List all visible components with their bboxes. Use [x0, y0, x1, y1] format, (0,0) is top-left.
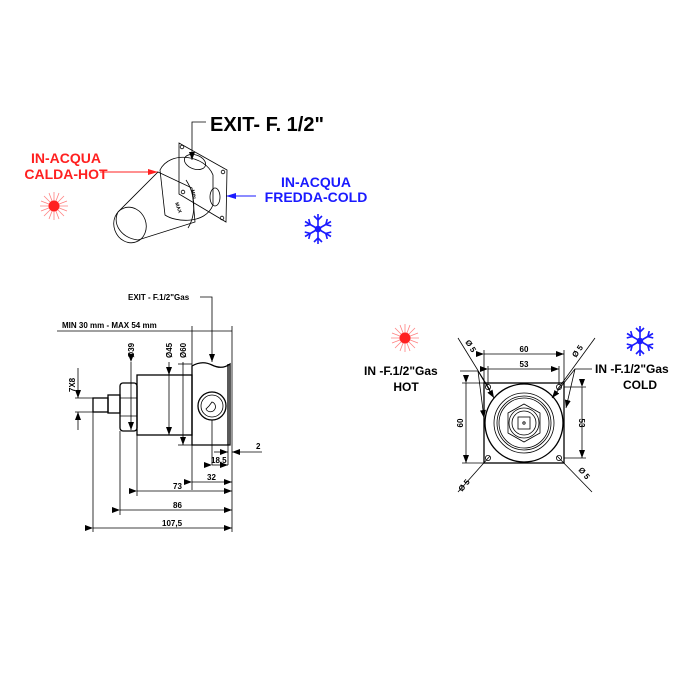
cold-label-line2: FREDDA-COLD — [265, 189, 368, 205]
front-cold-label-line1: IN -F.1/2"Gas — [595, 362, 669, 376]
valve-illustration: MAX MIN — [113, 142, 228, 244]
width-inner-label: 53 — [520, 360, 529, 369]
front-hot-label-line1: IN -F.1/2"Gas — [364, 364, 438, 378]
exit-leader — [189, 121, 206, 160]
height-inner-label: 53 — [577, 419, 586, 428]
dim-32-label: 32 — [207, 473, 216, 482]
hot-label-line2: CALDA-HOT — [24, 166, 108, 182]
front-cold-snowflake-icon — [625, 326, 655, 356]
dia-45-label: Ø45 — [165, 342, 174, 358]
side-exit-label: EXIT - F.1/2"Gas — [128, 293, 190, 302]
cold-label-line1: IN-ACQUA — [281, 174, 351, 190]
dia-60-label: Ø60 — [179, 342, 188, 358]
height-outer-label: 60 — [456, 418, 465, 427]
hot-sun-icon — [39, 191, 69, 221]
depth-label: MIN 30 mm - MAX 54 mm — [62, 321, 157, 330]
hole-label-br: Ø 5 — [576, 466, 592, 482]
dim-73-label: 73 — [173, 482, 182, 491]
front-hot-label-line2: HOT — [393, 380, 419, 394]
cold-snowflake-icon — [303, 214, 333, 244]
front-cold-label-line2: COLD — [623, 378, 657, 392]
dia-39-label: Ø39 — [127, 342, 136, 358]
hole-label-tl: Ø 5 — [463, 338, 478, 354]
stem-label: 7X8 — [68, 377, 77, 392]
front-hot-sun-icon — [390, 323, 420, 353]
dim-86-label: 86 — [173, 501, 182, 510]
iso-exit-label: EXIT- F. 1/2" — [210, 114, 324, 136]
knob-max-label: MAX — [173, 202, 183, 215]
iso-view: EXIT- F. 1/2" IN-ACQUA CALDA-HOT IN-ACQU… — [24, 114, 367, 247]
dim-18-5-label: 18,5 — [211, 456, 227, 465]
side-view: EXIT - F.1/2"Gas MIN 30 mm - MAX 54 mm Ø… — [57, 293, 262, 532]
dim-107-5-label: 107,5 — [162, 519, 183, 528]
hot-label-line1: IN-ACQUA — [31, 150, 101, 166]
dim-2-label: 2 — [256, 442, 261, 451]
knob-min-label: MIN — [189, 189, 197, 199]
front-view: 60 53 60 53 Ø 5 Ø 5 Ø 5 Ø 5 IN -F.1/2"Ga… — [364, 323, 669, 493]
width-outer-label: 60 — [520, 345, 529, 354]
hole-label-tr: Ø 5 — [570, 343, 585, 359]
